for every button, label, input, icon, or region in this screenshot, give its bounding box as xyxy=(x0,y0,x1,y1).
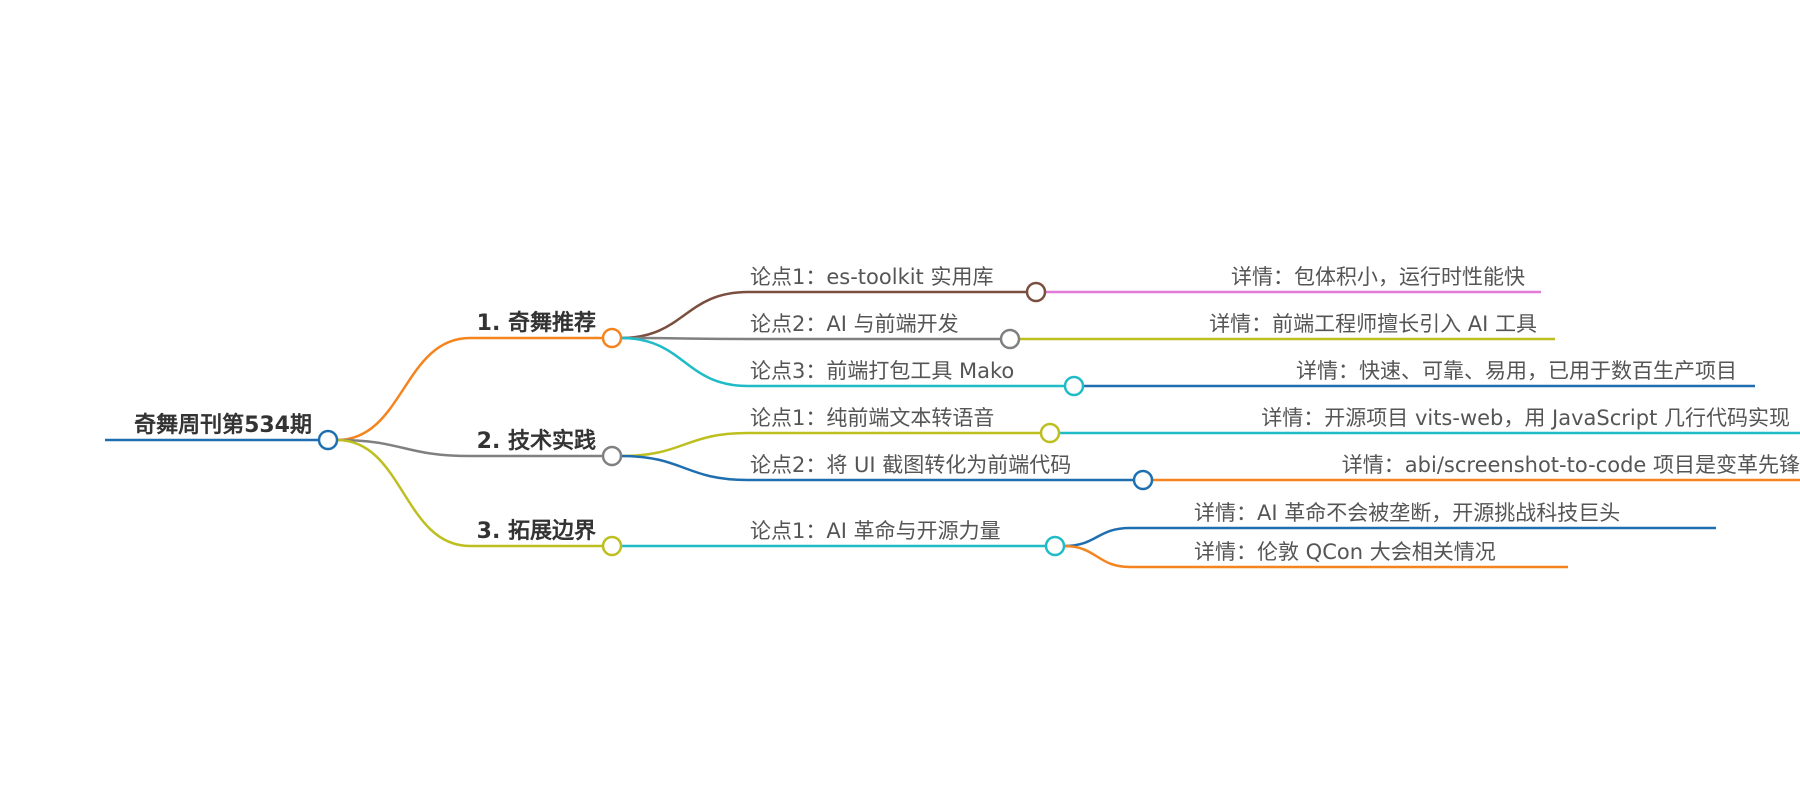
point-collapse-toggle[interactable] xyxy=(1044,535,1066,557)
branch-topic-label: 3. 拓展边界 xyxy=(477,519,596,544)
detail-topic-label: 详情：伦敦 QCon 大会相关情况 xyxy=(1194,540,1496,564)
mindmap-nodes: 奇舞周刊第534期 1. 奇舞推荐 论点1：es-toolkit 实用库 详情：包体积… xyxy=(134,265,1800,564)
point-edge xyxy=(620,336,1001,341)
branch-collapse-toggle[interactable] xyxy=(601,535,623,557)
point-edge xyxy=(620,290,1027,340)
branch-topic-label: 2. 技术实践 xyxy=(477,428,596,454)
point-edge xyxy=(620,454,1134,482)
detail-topic-label: 详情：快速、可靠、易用，已用于数百生产项目 xyxy=(1296,359,1737,383)
point-topic-label: 论点2：AI 与前端开发 xyxy=(750,312,959,336)
branch-collapse-toggle[interactable] xyxy=(601,445,623,467)
detail-topic-label: 详情：包体积小，运行时性能快 xyxy=(1231,265,1525,289)
branch-edge xyxy=(336,336,603,442)
point-collapse-toggle[interactable] xyxy=(1063,375,1085,397)
point-collapse-toggle[interactable] xyxy=(1025,281,1047,303)
point-edge xyxy=(620,431,1041,458)
branch-topic-label: 1. 奇舞推荐 xyxy=(477,310,596,336)
point-topic-label: 论点2：将 UI 截图转化为前端代码 xyxy=(750,453,1071,477)
point-topic-label: 论点1：纯前端文本转语音 xyxy=(750,406,994,430)
detail-topic-label: 详情：前端工程师擅长引入 AI 工具 xyxy=(1209,312,1537,336)
detail-edge xyxy=(1063,544,1568,569)
branch-collapse-toggle[interactable] xyxy=(601,327,623,349)
detail-topic-label: 详情：AI 革命不会被垄断，开源挑战科技巨头 xyxy=(1194,501,1620,525)
point-topic-label: 论点3：前端打包工具 Mako xyxy=(750,359,1014,383)
detail-edge xyxy=(1063,526,1716,548)
detail-topic-label: 详情：开源项目 vits-web，用 JavaScript 几行代码实现 xyxy=(1261,406,1790,430)
point-topic-label: 论点1：es-toolkit 实用库 xyxy=(750,265,993,289)
branch-edge xyxy=(336,438,603,458)
root-topic-label: 奇舞周刊第534期 xyxy=(134,412,312,438)
point-collapse-toggle[interactable] xyxy=(1132,469,1154,491)
root-collapse-toggle[interactable] xyxy=(317,429,339,451)
point-collapse-toggle[interactable] xyxy=(1039,422,1061,444)
point-collapse-toggle[interactable] xyxy=(999,328,1021,350)
point-edge xyxy=(620,336,1065,388)
mindmap-edges xyxy=(105,290,1800,569)
detail-topic-label: 详情：abi/screenshot-to-code 项目是变革先锋 xyxy=(1342,453,1800,477)
point-topic-label: 论点1：AI 革命与开源力量 xyxy=(750,519,1001,543)
branch-edge xyxy=(336,438,603,548)
